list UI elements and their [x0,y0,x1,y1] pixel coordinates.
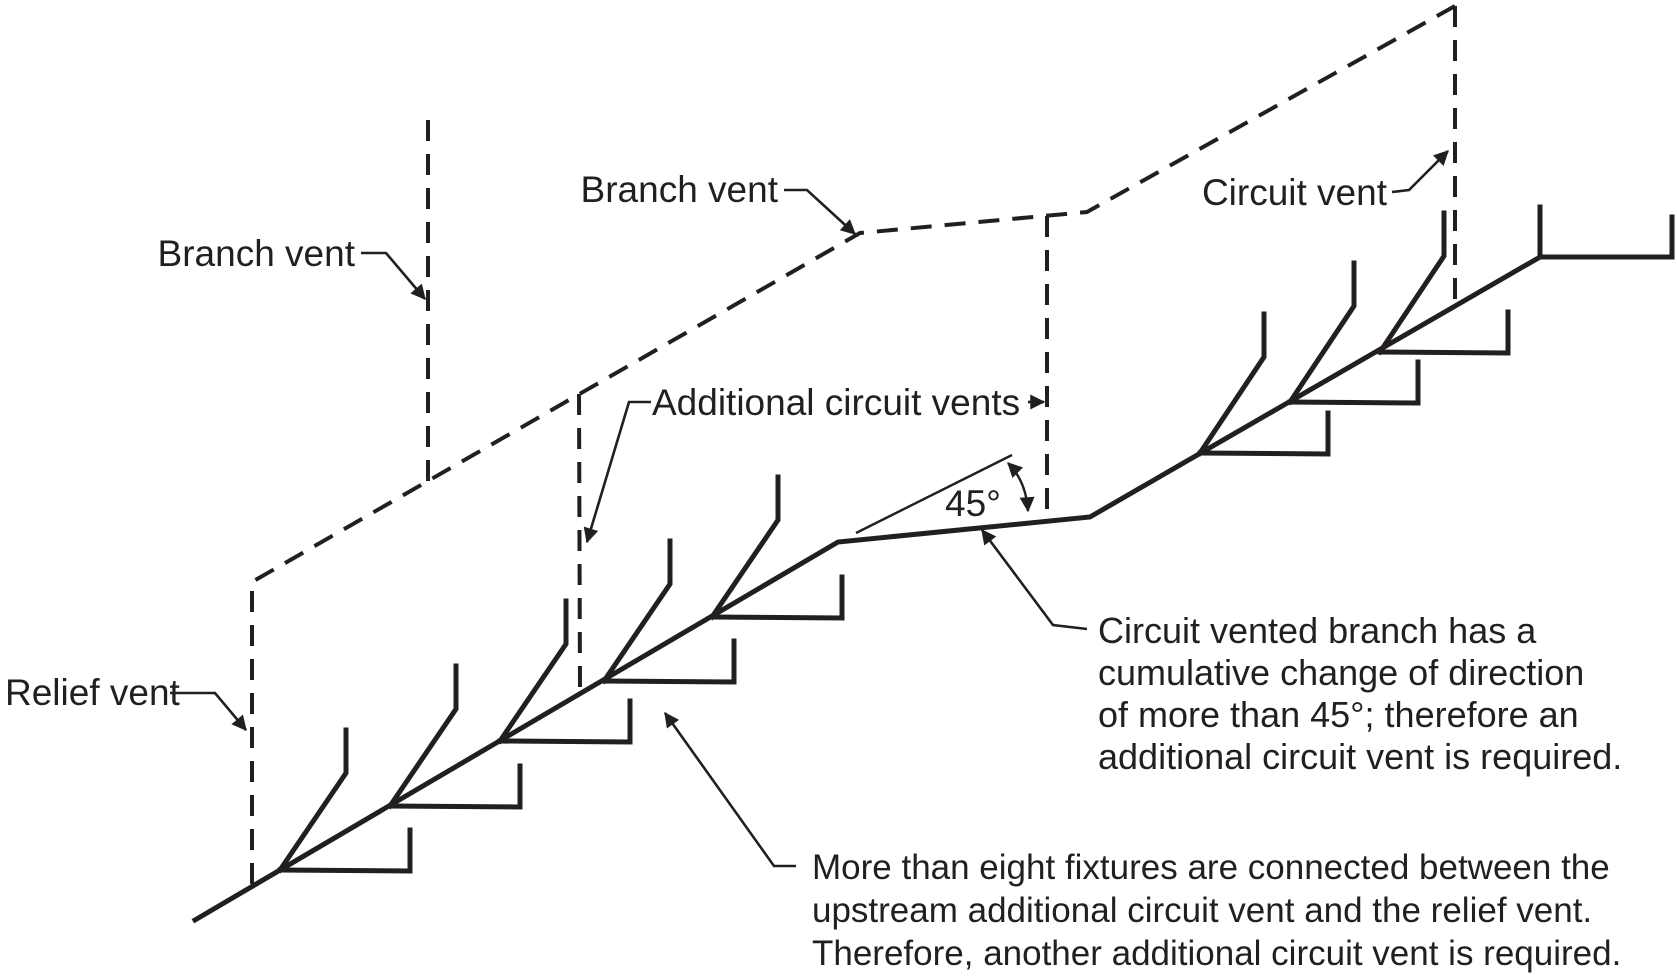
fixture-drain-slant [708,474,781,621]
note-line: Therefore, another additional circuit ve… [812,934,1621,973]
angle-dimension-group [855,453,1035,535]
labels-group: Branch vent Branch vent Circuit vent Add… [5,169,1388,713]
fixture-drain-slant [1286,260,1357,406]
fixture-drain-slant [1376,210,1447,356]
fixture-drain-step [1287,359,1421,406]
note-line: additional circuit vent is required. [1098,736,1622,777]
note-line: of more than 45°; therefore an [1098,694,1579,735]
fixture-drain-step [387,763,523,810]
additional-circuit-vents-label: Additional circuit vents [652,382,1020,423]
fixture-drain-step [601,638,737,685]
note-line: upstream additional circuit vent and the… [812,891,1592,930]
fixture-drain-step [277,827,413,874]
drainage-branch-group [191,204,1675,924]
vent-lines-group [250,4,1457,884]
fixture-drains-lower [276,474,845,874]
additional-circuit-vents-left-leader [583,400,651,544]
branch-vent-middle-label: Branch vent [581,169,779,210]
fixture-drain-step [497,698,633,745]
branch-vent-run-line [250,4,1456,884]
relief-vent-leader [170,691,247,731]
fixture-drain-slant [600,538,673,685]
fixture-count-note-leader [663,711,796,868]
branch-vent-left-label: Branch vent [158,233,356,274]
angle-double-arrow [1007,462,1035,513]
fixture-drain-step [1197,410,1331,457]
circuit-vent-label: Circuit vent [1202,172,1388,213]
fixture-drain-slant [1196,311,1267,457]
leader-lines-group [170,150,1449,868]
fixture-drain-step [709,574,845,621]
circuit-vent-leader [1391,150,1449,194]
fixture-drain-slant [496,598,569,745]
branch-vent-middle-leader [784,188,856,235]
branch-vent-left-leader [361,251,426,300]
direction-change-note: Circuit vented branch has a cumulative c… [1098,610,1622,777]
note-line: cumulative change of direction [1098,652,1584,693]
direction-change-note-leader [980,528,1088,631]
fixture-drain-step [1377,309,1511,356]
note-line: More than eight fixtures are connected b… [812,848,1610,887]
fixture-drain-step [1537,214,1675,260]
fixture-drain-slant [386,663,459,810]
angle-label: 45° [945,483,1001,524]
fixture-drains-upper [1196,210,1675,457]
angle-reference-line [855,453,1013,535]
drainage-branch-line [191,204,1543,924]
fixture-count-note: More than eight fixtures are connected b… [812,848,1621,973]
additional-circuit-vent-line-1 [577,393,582,693]
note-line: Circuit vented branch has a [1098,610,1537,651]
fixture-drain-slant [276,727,349,874]
relief-vent-label: Relief vent [5,672,181,713]
